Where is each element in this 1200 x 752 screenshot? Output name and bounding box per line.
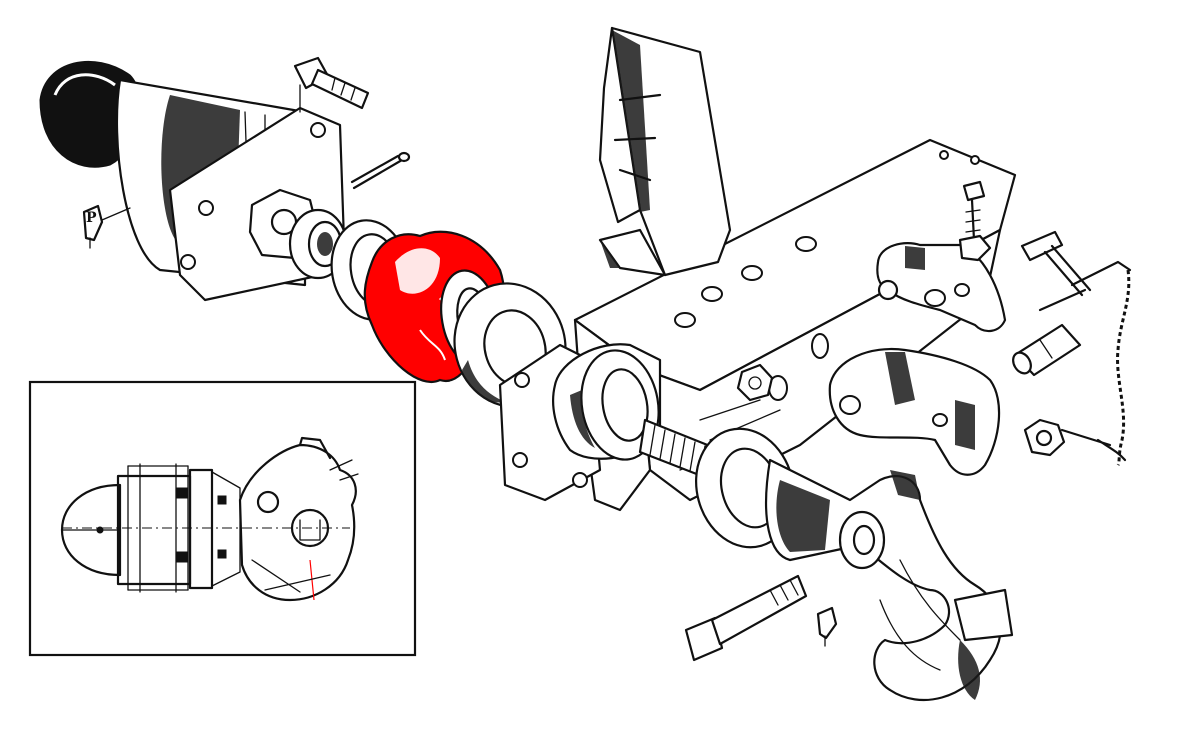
grease-nipple-label: P (86, 210, 97, 226)
bolt-bottom (684, 574, 808, 662)
grease-nipple-left: P (82, 204, 131, 249)
safety-chain (1096, 269, 1131, 466)
towing-hook (764, 458, 1014, 702)
grease-nipple-lower (816, 606, 838, 647)
castle-nut (1023, 418, 1112, 457)
bolt-top (293, 56, 370, 113)
upright-support (598, 26, 732, 277)
split-pin (350, 151, 411, 190)
pin-right (1012, 323, 1082, 377)
inset-panel (28, 380, 417, 657)
cylinder-bush (552, 343, 662, 461)
bolt-vertical (958, 180, 992, 262)
latch-upper (876, 242, 1007, 333)
handle-lever (1020, 230, 1132, 312)
jaw-lower (828, 347, 1001, 476)
